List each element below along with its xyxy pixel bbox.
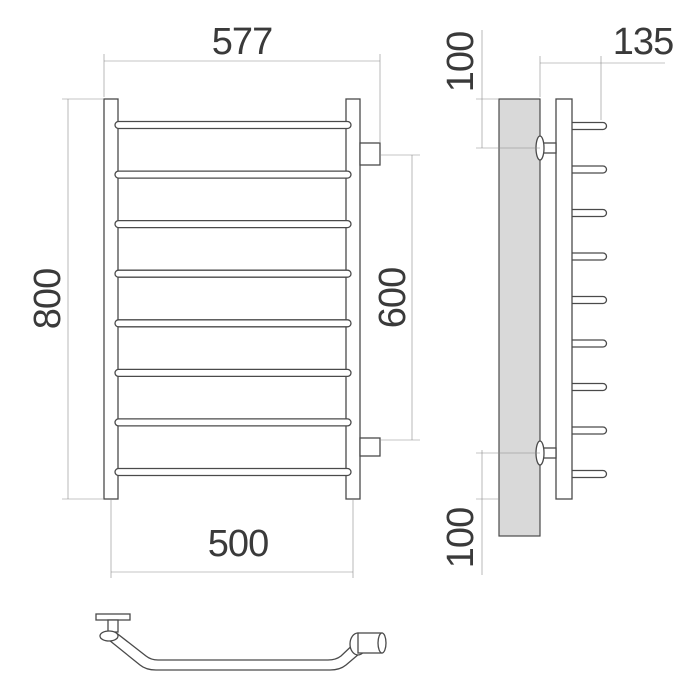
front-rung	[114, 319, 352, 328]
dimension-label-800: 800	[27, 269, 69, 329]
front-rung	[114, 269, 352, 278]
front-left-post	[103, 98, 119, 500]
side-rung	[572, 382, 608, 392]
front-rungs	[114, 120, 352, 477]
dimension-100-bottom: 100	[440, 450, 540, 575]
side-rung	[572, 252, 608, 261]
left-post-end	[99, 630, 119, 642]
side-rung	[572, 469, 608, 479]
side-rung	[572, 295, 608, 305]
dimension-label-135: 135	[613, 21, 673, 63]
side-rung	[572, 426, 608, 435]
dimension-100-top: 100	[440, 30, 540, 149]
top-view	[95, 613, 387, 671]
curved-rung-outer	[103, 635, 367, 671]
side-rung	[572, 208, 608, 218]
dimension-600: 600	[372, 154, 420, 441]
side-post	[555, 98, 573, 500]
front-rung	[114, 368, 352, 378]
right-connection-cap	[377, 632, 387, 654]
front-rung	[114, 120, 352, 130]
dimension-label-100-top: 100	[440, 32, 482, 92]
side-rungs	[572, 121, 608, 479]
dimension-577: 577	[103, 21, 381, 142]
side-rung	[572, 339, 608, 348]
front-rung	[114, 219, 352, 229]
dimension-label-100-bottom: 100	[440, 508, 482, 568]
front-rung	[114, 170, 352, 179]
wall-section	[498, 98, 541, 537]
left-wall-bracket-stem	[107, 619, 119, 633]
dimension-label-600: 600	[372, 268, 414, 328]
dimension-135: 135	[539, 21, 674, 120]
bottom-connection-pipe	[359, 437, 381, 457]
front-view	[103, 98, 381, 500]
left-wall-bracket-plate	[95, 613, 131, 621]
side-rung	[572, 165, 608, 174]
side-view	[498, 98, 608, 537]
front-right-post	[345, 98, 361, 500]
top-connection-pipe	[359, 142, 381, 166]
curved-rung-inner	[109, 627, 361, 661]
dimension-500: 500	[110, 500, 354, 578]
front-rung	[114, 467, 352, 477]
dimension-800: 800	[27, 98, 104, 500]
front-rung	[114, 418, 352, 427]
dimension-label-577: 577	[212, 21, 272, 63]
dimension-label-500: 500	[208, 523, 268, 565]
side-rung	[572, 121, 608, 131]
